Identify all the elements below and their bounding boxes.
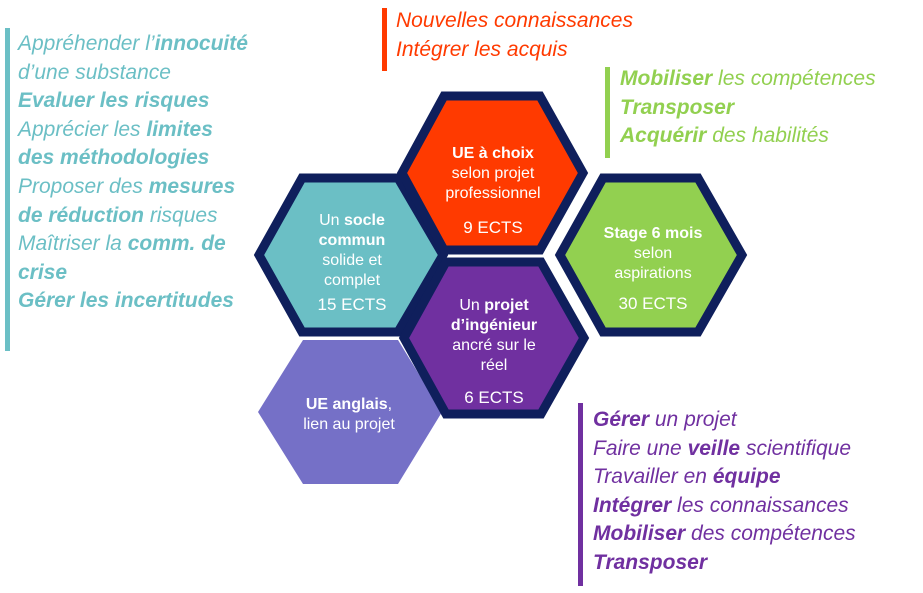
line-part-pre: Apprécier les xyxy=(18,117,147,141)
line-part-bold: Gérer les incertitudes xyxy=(18,289,234,313)
line-part-bold: Transposer xyxy=(593,550,707,574)
hexagon-anglais-label: UE anglais, lien au projet xyxy=(276,395,422,435)
line-part-pre: Intégrer les acquis xyxy=(396,37,568,61)
line-part-post: risques xyxy=(144,203,218,227)
line-part-post: les connaissances xyxy=(671,493,849,517)
risk-block-bar xyxy=(5,28,10,351)
list-line: Intégrer les connaissances xyxy=(593,492,856,521)
line-part-bold: des méthodologies xyxy=(18,146,210,170)
projet-title-line: Un projet xyxy=(459,297,529,314)
anglais-title-line: UE anglais, xyxy=(305,396,393,413)
line-part-post: des compétences xyxy=(685,522,856,546)
line-part-bold: Mobiliser xyxy=(620,67,713,90)
line-part-pre: d’une substance xyxy=(18,60,171,84)
line-part-pre: Proposer des xyxy=(18,174,149,198)
list-line: Gérer les incertitudes xyxy=(18,287,248,316)
list-line: Transposer xyxy=(593,549,856,578)
list-line: Mobiliser les compétences xyxy=(620,65,876,94)
projet-sub-2: réel xyxy=(480,357,508,374)
line-part-bold: veille xyxy=(687,436,741,460)
line-part-bold: Gérer xyxy=(593,408,650,431)
skills-block-bar xyxy=(605,67,610,158)
line-part-bold: Mobiliser xyxy=(593,522,686,546)
hexagon-ue-choix xyxy=(396,91,589,255)
new-knowledge-bar xyxy=(382,8,387,71)
line-part-bold: mesures xyxy=(148,174,236,198)
line-part-bold: de réduction xyxy=(18,203,145,227)
line-part-post: les compétences xyxy=(712,67,876,90)
list-line: Evaluer les risques xyxy=(18,87,248,116)
line-part-bold: Evaluer les risques xyxy=(18,89,210,113)
projet-title-bold: d’ingénieur xyxy=(450,317,538,334)
hexagon-ue-anglais xyxy=(258,340,442,484)
hexagon-socle-commun xyxy=(253,173,449,337)
hexagon-projet-label: Un projet d’ingénieur ancré sur le réel … xyxy=(424,296,564,408)
stage-sub-2: aspirations xyxy=(614,265,692,282)
ue-choix-ects: 9 ECTS xyxy=(463,218,523,237)
hexagon-stage xyxy=(554,173,748,337)
line-part-pre: Nouvelles connaissances xyxy=(396,9,633,32)
socle-ects: 15 ECTS xyxy=(317,295,387,314)
ue-choix-title: UE à choix xyxy=(452,145,534,162)
list-line: Nouvelles connaissances xyxy=(396,7,633,36)
list-line: Mobiliser des compétences xyxy=(593,520,856,549)
list-line: Maîtriser la comm. de xyxy=(18,230,248,259)
line-part-pre: Faire une xyxy=(593,436,688,460)
hexagon-socle-label: Un socle commun solide et complet 15 ECT… xyxy=(282,211,422,315)
ue-choix-sub-1: selon projet xyxy=(451,165,535,182)
list-line: Apprécier les limites xyxy=(18,116,248,145)
socle-title-bold: commun xyxy=(318,232,386,249)
line-part-bold: innocuité xyxy=(154,32,248,55)
stage-title: Stage 6 mois xyxy=(603,225,703,242)
line-part-bold: Intégrer xyxy=(593,493,672,517)
list-line: d’une substance xyxy=(18,59,248,88)
line-part-bold: Acquérir xyxy=(620,124,707,148)
ue-choix-sub-2: professionnel xyxy=(445,185,541,202)
list-line: Travailler en équipe xyxy=(593,463,856,492)
line-part-bold: limites xyxy=(146,117,213,141)
list-line: Gérer un projet xyxy=(593,406,856,435)
list-line: des méthodologies xyxy=(18,144,248,173)
line-part-pre: Appréhender l’ xyxy=(18,32,155,55)
projet-sub-1: ancré sur le xyxy=(452,337,536,354)
list-line: Appréhender l’innocuité xyxy=(18,30,248,59)
list-line: Acquérir des habilités xyxy=(620,122,876,151)
list-line: de réduction risques xyxy=(18,202,248,231)
line-part-bold: Transposer xyxy=(620,95,734,119)
list-line: crise xyxy=(18,259,248,288)
hexagon-ue-choix-label: UE à choix selon projet professionnel 9 … xyxy=(420,144,566,238)
line-part-pre: Maîtriser la xyxy=(18,232,128,256)
socle-sub-2: complet xyxy=(323,272,381,289)
hexagon-projet-ingenieur xyxy=(398,257,590,419)
anglais-sub-1: lien au projet xyxy=(303,416,395,433)
line-part-bold: équipe xyxy=(712,465,781,489)
socle-title-line: Un socle xyxy=(319,212,385,229)
line-part-post: scientifique xyxy=(740,436,852,460)
list-line: Proposer des mesures xyxy=(18,173,248,202)
line-part-bold: crise xyxy=(18,260,68,284)
list-line: Faire une veille scientifique xyxy=(593,435,856,464)
line-part-post: des habilités xyxy=(706,124,829,148)
projet-ects: 6 ECTS xyxy=(464,388,524,407)
list-line: Transposer xyxy=(620,94,876,123)
hexagon-stage-label: Stage 6 mois selon aspirations 30 ECTS xyxy=(580,224,726,314)
line-part-bold: comm. de xyxy=(127,232,226,256)
stage-ects: 30 ECTS xyxy=(618,294,688,313)
stage-sub-1: selon xyxy=(633,245,673,262)
line-part-pre: Travailler en xyxy=(593,465,713,489)
line-part-post: un projet xyxy=(649,408,737,431)
project-block-bar xyxy=(578,403,583,586)
list-line: Intégrer les acquis xyxy=(396,36,633,65)
socle-sub-1: solide et xyxy=(322,252,382,269)
